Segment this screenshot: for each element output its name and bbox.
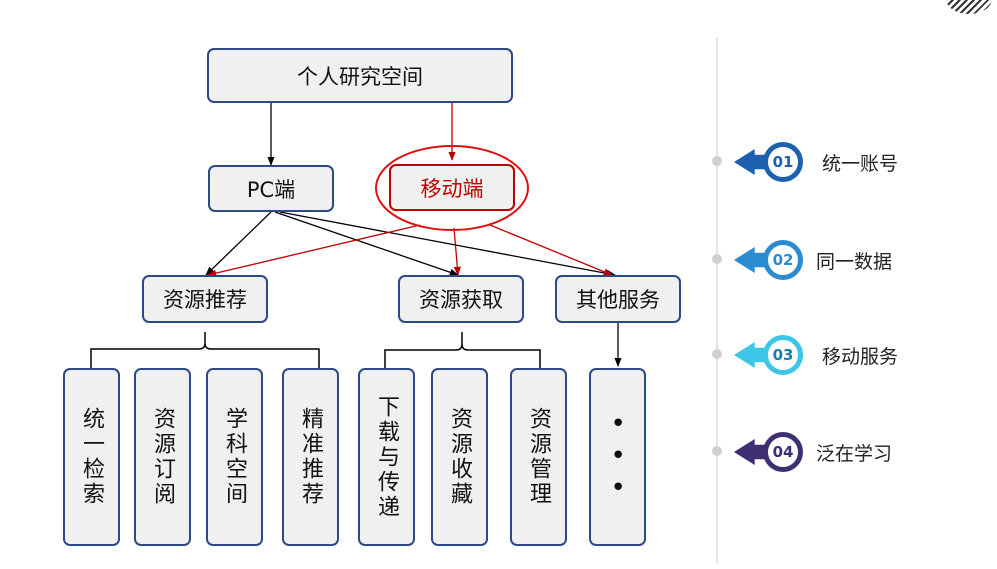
feature-label: 泛在学习	[816, 443, 893, 465]
vertical-divider	[716, 38, 718, 563]
feature-label: 同一数据	[816, 251, 893, 273]
leaf-label: 资源订阅	[150, 407, 176, 507]
leaf-resource-favorites: 资源收藏	[431, 368, 488, 546]
node-other-services: 其他服务	[555, 275, 681, 323]
node-pc: PC端	[208, 165, 334, 212]
ellipsis-dots: •••	[603, 409, 634, 505]
feature-item-ubiquitous-learning: 04 泛在学习	[708, 429, 988, 473]
number-badge: 03	[763, 335, 803, 375]
arrow-mobile-acquire	[453, 227, 461, 276]
timeline-dot	[712, 254, 722, 264]
arrow-pc-acquire	[274, 211, 459, 276]
leaf-label: 资源收藏	[447, 407, 473, 507]
arrow-pc-recommend	[205, 211, 272, 276]
leaf-resource-subscription: 资源订阅	[134, 368, 191, 546]
timeline-dot	[712, 349, 722, 359]
feature-item-same-data: 02 同一数据	[708, 237, 988, 281]
node-personal-research-space: 个人研究空间	[207, 48, 513, 103]
leaf-label: 精准推荐	[298, 407, 324, 507]
leaf-resource-management: 资源管理	[510, 368, 567, 546]
leaf-subject-space: 学科空间	[206, 368, 263, 546]
leaf-more: •••	[589, 368, 646, 546]
leaf-unified-search: 统一检索	[63, 368, 120, 546]
node-resource-acquire: 资源获取	[398, 275, 524, 323]
feature-item-mobile-service: 03 移动服务	[708, 332, 988, 376]
number-badge: 04	[763, 432, 803, 472]
feature-label: 移动服务	[822, 346, 899, 368]
leaf-label: 下载与传递	[374, 394, 400, 520]
number-badge: 02	[763, 240, 803, 280]
arrow-mobile-other	[489, 224, 613, 276]
brace-recommend	[90, 332, 320, 368]
timeline-dot	[712, 446, 722, 456]
mobile-highlight-ellipse	[375, 145, 529, 231]
leaf-precise-recommend: 精准推荐	[282, 368, 339, 546]
arrow-pc-other	[279, 211, 616, 278]
feature-item-unified-account: 01 统一账号	[708, 139, 988, 183]
leaf-label: 学科空间	[222, 407, 248, 507]
arrow-mobile-recommend	[207, 224, 421, 277]
leaf-download-delivery: 下载与传递	[358, 368, 415, 546]
leaf-label: 统一检索	[79, 407, 105, 507]
corner-logo	[946, 0, 992, 14]
feature-label: 统一账号	[822, 153, 899, 175]
node-resource-recommend: 资源推荐	[142, 275, 268, 323]
leaf-label: 资源管理	[526, 407, 552, 507]
number-badge: 01	[763, 142, 803, 182]
node-mobile: 移动端	[389, 164, 515, 211]
brace-acquire	[384, 332, 541, 368]
timeline-dot	[712, 156, 722, 166]
